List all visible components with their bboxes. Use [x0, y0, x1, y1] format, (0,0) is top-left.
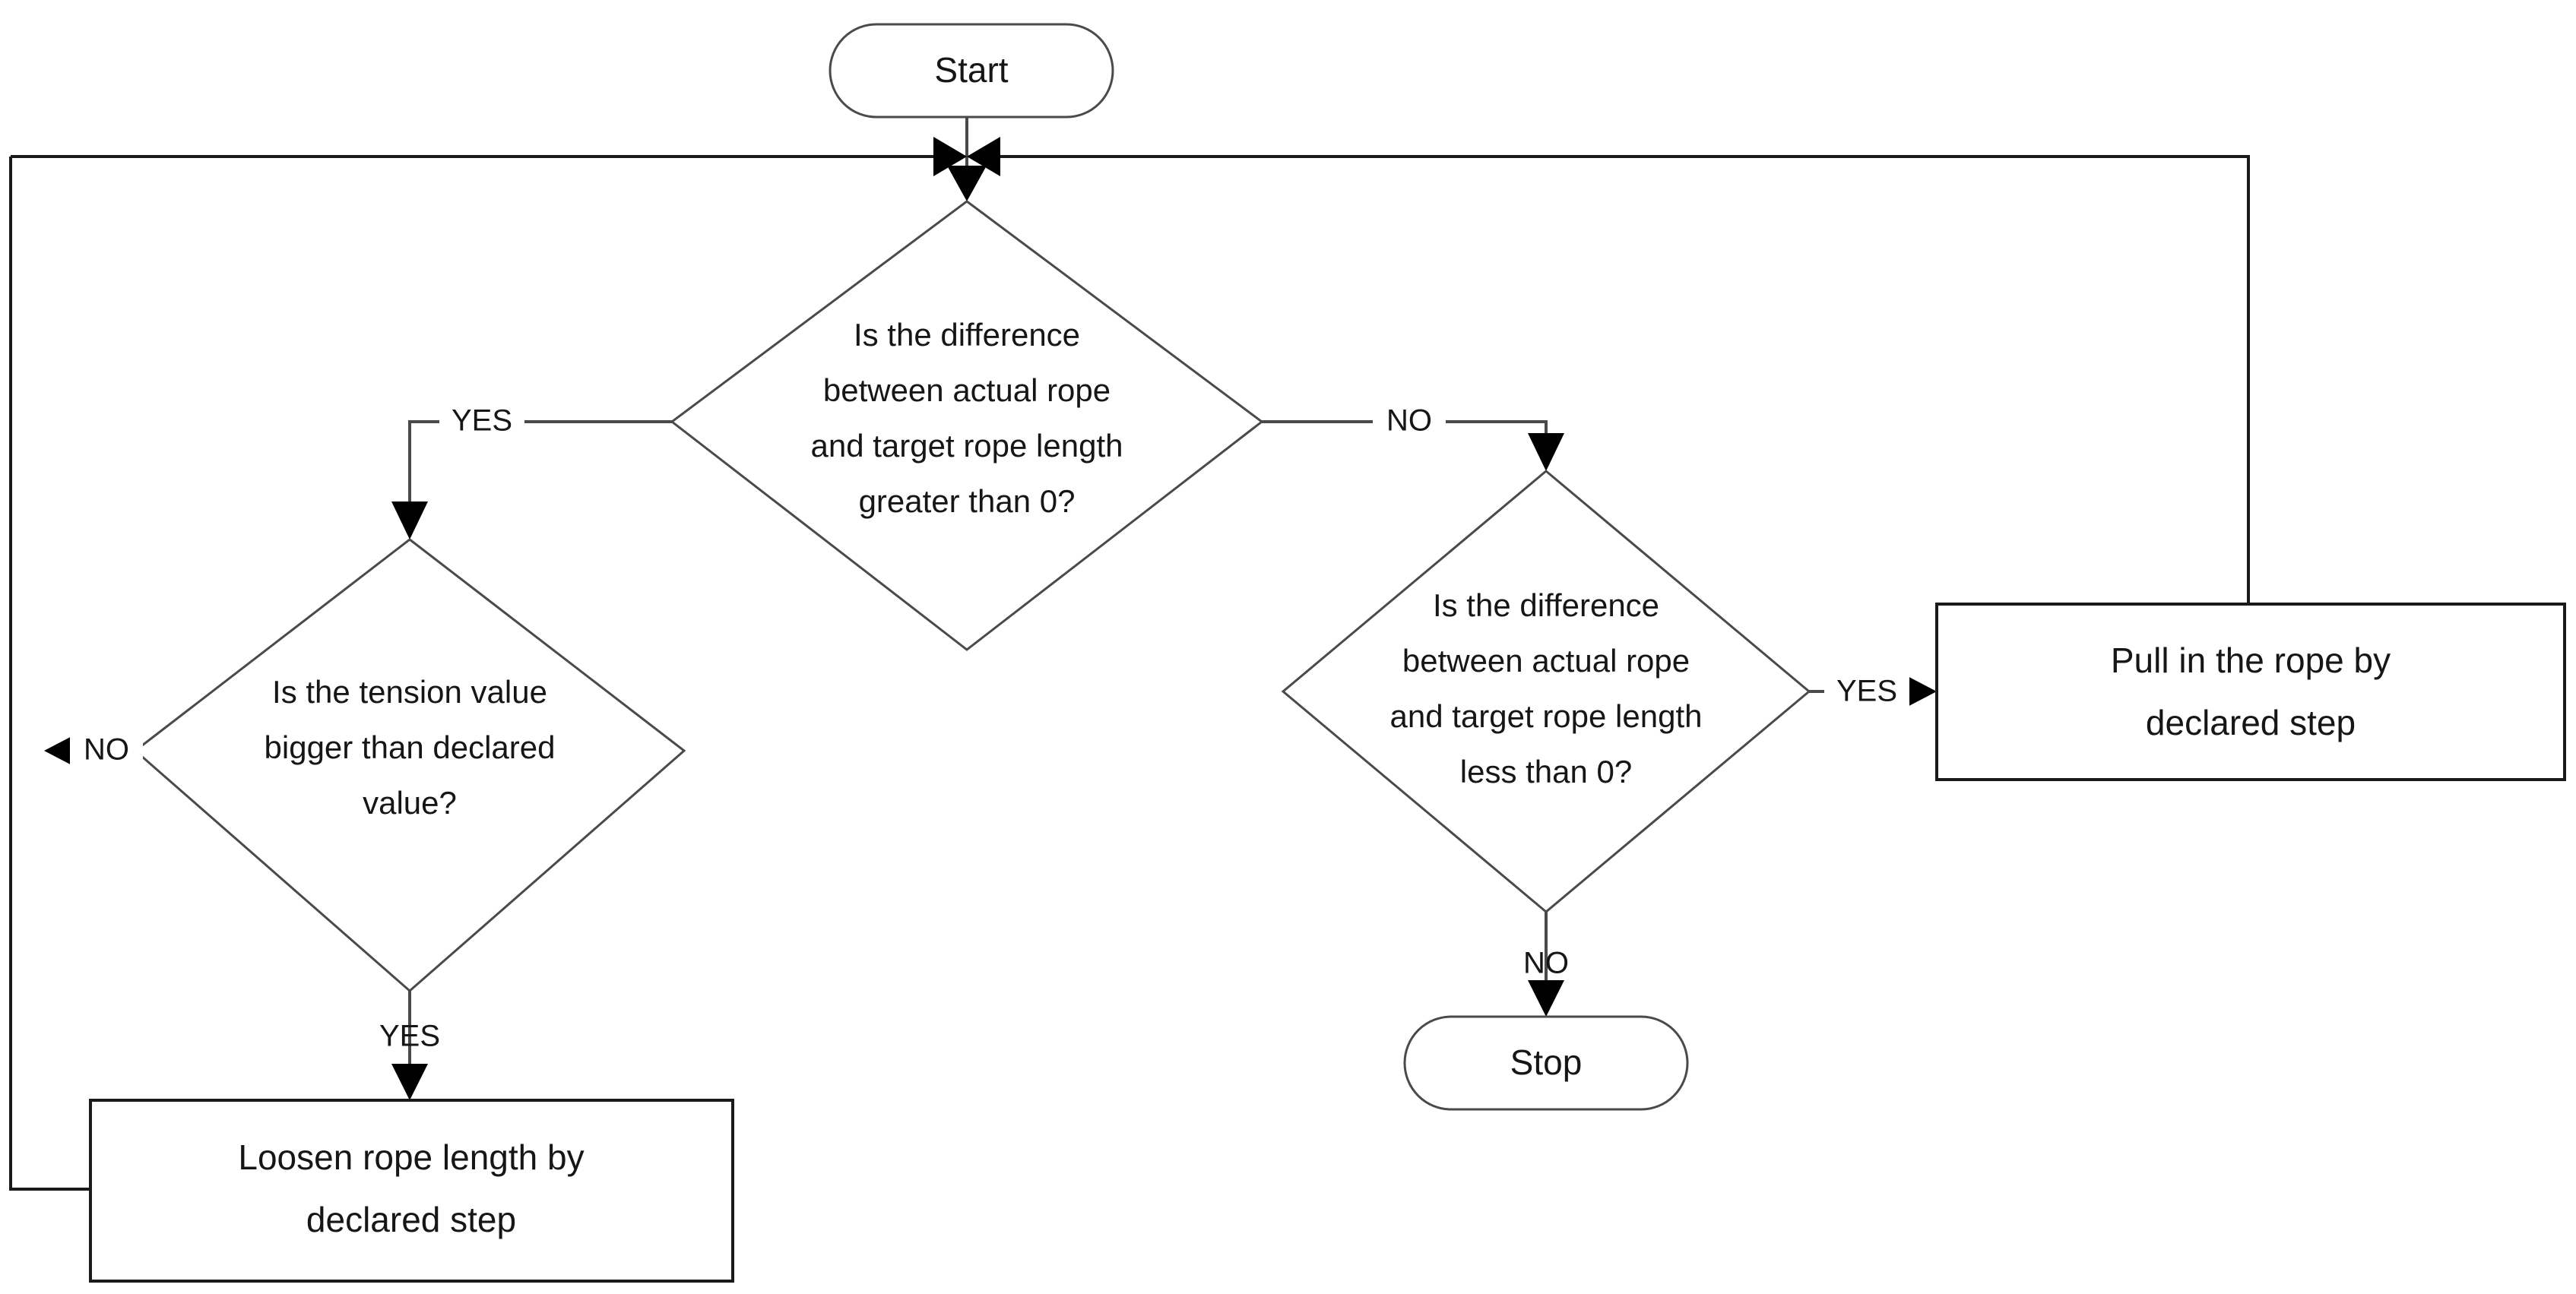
edge-right-feedback-rail	[985, 155, 2250, 604]
label-bg-less-yes	[1824, 669, 1909, 716]
edge-label-tension-no: NO	[84, 733, 129, 767]
node-decision-tension-line2: bigger than declared	[265, 729, 556, 765]
node-decision-greater-line4: greater than 0?	[859, 483, 1076, 519]
arrowhead-into-stop	[1528, 980, 1564, 1017]
node-start[interactable]	[829, 23, 1114, 119]
label-bg-greater-no	[1373, 398, 1446, 445]
node-decision-tension-line3: value?	[363, 785, 457, 821]
node-decision-less-line3: and target rope length	[1390, 698, 1703, 734]
edge-left-feedback-vertical	[9, 157, 90, 1191]
node-decision-less-line4: less than 0?	[1460, 754, 1633, 789]
edge-label-tension-yes: YES	[379, 1020, 440, 1053]
edge-label-less-no: NO	[1523, 947, 1569, 980]
edge-label-less-yes: YES	[1836, 675, 1897, 708]
arrowhead-into-process-loosen	[391, 1064, 428, 1100]
node-decision-tension[interactable]	[133, 538, 686, 992]
node-decision-less-line1: Is the difference	[1433, 587, 1659, 623]
arrowhead-into-decision-greater	[947, 166, 987, 201]
node-decision-greater-line1: Is the difference	[854, 317, 1080, 353]
edge-label-greater-yes: YES	[452, 404, 512, 438]
node-start-label: Start	[934, 50, 1008, 90]
node-decision-greater[interactable]	[670, 200, 1264, 651]
label-bg-tension-no	[70, 727, 143, 774]
edge-label-greater-no: NO	[1386, 404, 1432, 438]
arrowhead-junction-from-left	[933, 137, 967, 176]
node-process-pull-line1: Pull in the rope by	[2111, 641, 2391, 680]
node-decision-greater-line3: and target rope length	[811, 428, 1123, 463]
node-stop-label: Stop	[1510, 1042, 1583, 1082]
node-decision-less-line2: between actual rope	[1402, 643, 1690, 679]
node-stop[interactable]	[1403, 1015, 1689, 1111]
node-process-pull-line2: declared step	[2146, 703, 2356, 742]
node-decision-tension-line1: Is the tension value	[272, 674, 547, 710]
arrowhead-into-decision-tension	[391, 501, 428, 539]
arrowhead-junction-from-right	[967, 137, 1000, 176]
node-decision-less[interactable]	[1281, 470, 1811, 913]
edge-greater-yes	[408, 420, 672, 511]
label-bg-greater-yes	[439, 398, 524, 445]
node-process-loosen[interactable]	[89, 1099, 734, 1283]
arrowhead-into-process-pull	[1902, 673, 1937, 710]
node-process-loosen-line2: declared step	[306, 1200, 516, 1239]
node-decision-greater-line2: between actual rope	[823, 372, 1111, 408]
node-process-loosen-line1: Loosen rope length by	[238, 1137, 584, 1177]
arrowhead-into-decision-less	[1528, 433, 1564, 471]
node-process-pull[interactable]	[1935, 603, 2566, 781]
